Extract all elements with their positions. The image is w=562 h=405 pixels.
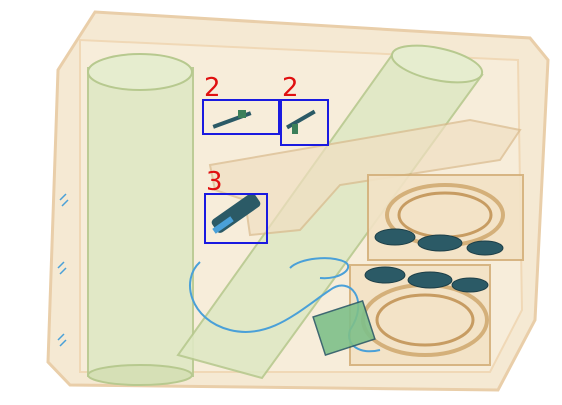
- left-edge-marks: [57, 193, 69, 347]
- detection-box-3: [204, 193, 268, 244]
- left-cylinder: [87, 53, 194, 386]
- item-in-box-3: [211, 193, 261, 234]
- detection-label-1: 2: [204, 73, 221, 103]
- coil-box-top: [367, 174, 524, 261]
- cable-2: [289, 257, 350, 280]
- detection-label-3: 3: [206, 167, 223, 197]
- item-in-box-2: [286, 109, 316, 134]
- detection-box-2: [280, 99, 329, 146]
- circuit-board: [312, 299, 376, 357]
- item-in-box-1: [212, 110, 252, 129]
- dark-chain-top: [374, 228, 504, 256]
- detection-box-1: [202, 99, 280, 135]
- gun-shape: [208, 118, 522, 237]
- dark-chain-bottom: [364, 266, 489, 293]
- detection-label-2: 2: [282, 73, 299, 103]
